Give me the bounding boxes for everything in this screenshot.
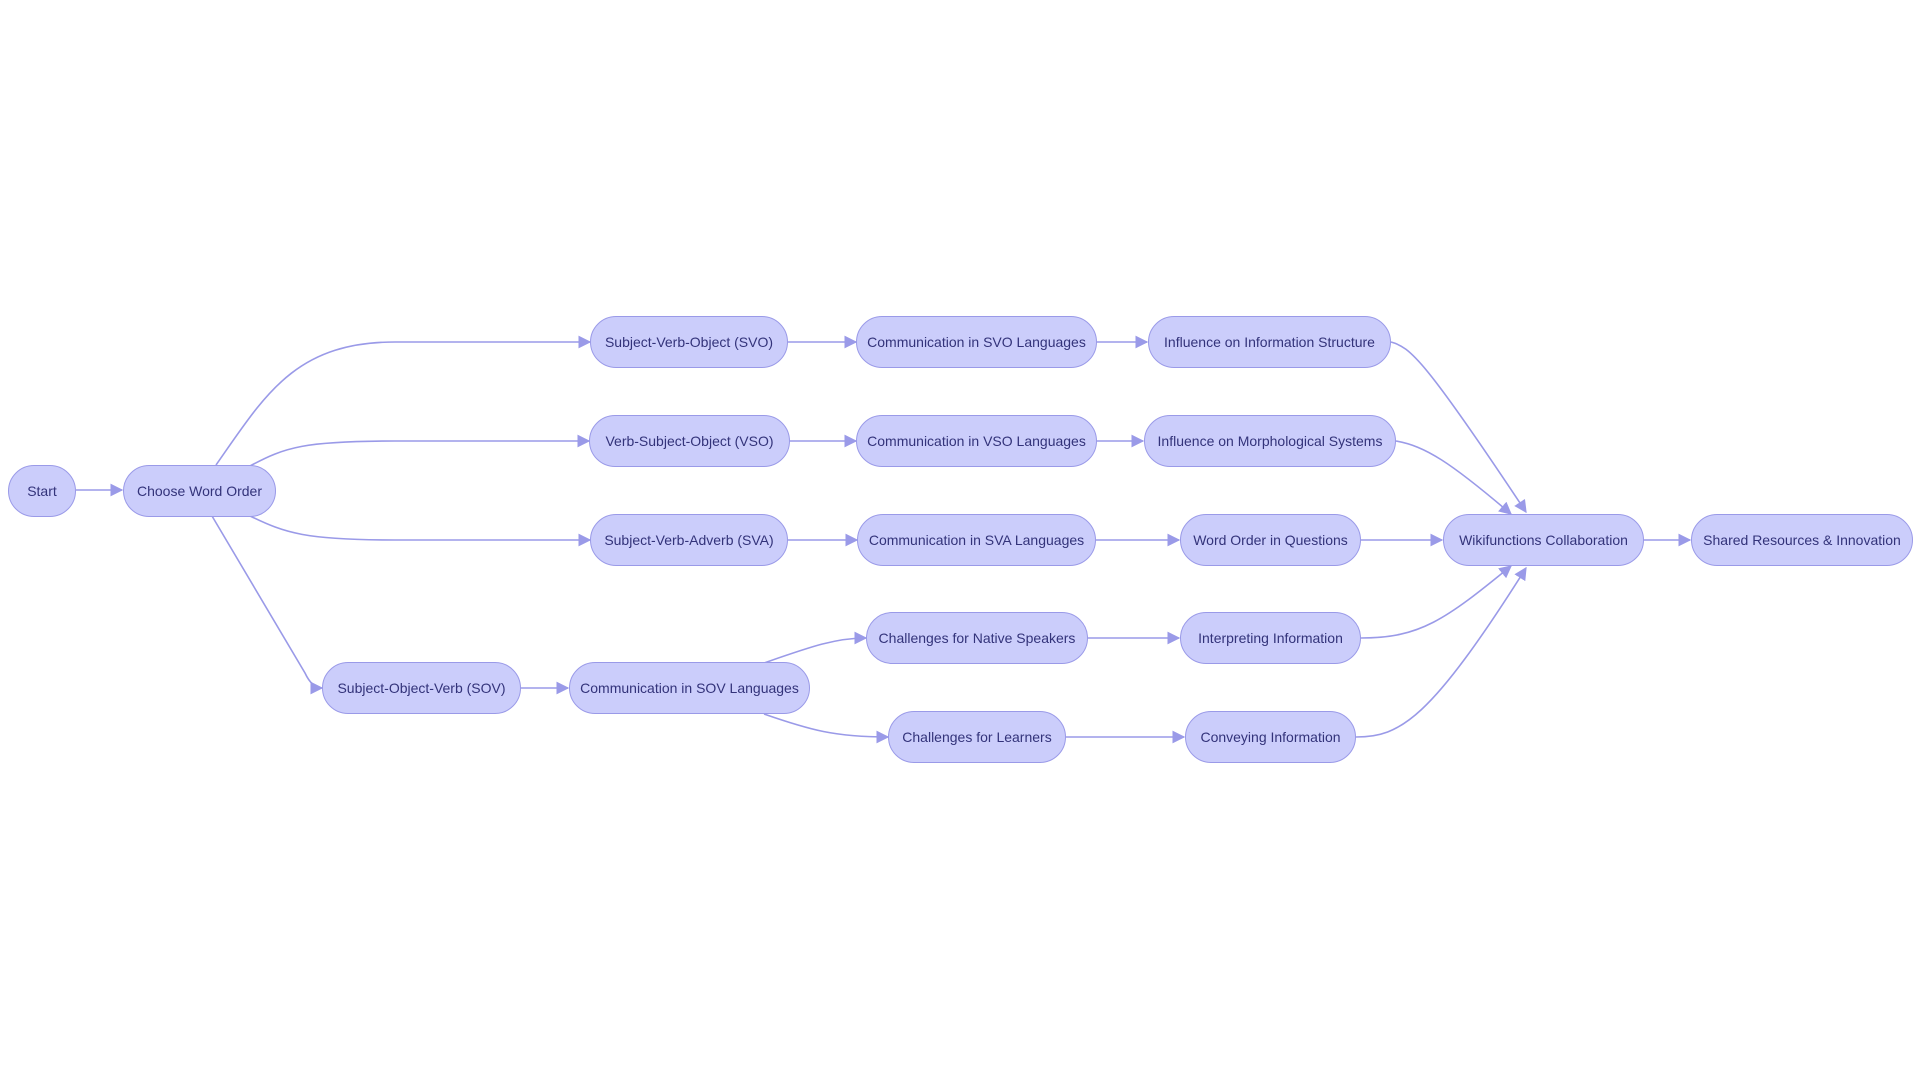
edge-choose-vso: [249, 434, 591, 467]
edge-inflinfo-wikifunctions: [1390, 341, 1527, 514]
node-communication-sva[interactable]: Communication in SVA Languages: [857, 514, 1096, 566]
edge-commsov-learners: [763, 713, 890, 744]
node-svo[interactable]: Subject-Verb-Object (SVO): [590, 316, 788, 368]
node-wikifunctions-collaboration[interactable]: Wikifunctions Collaboration: [1443, 514, 1644, 566]
node-influence-morphological-systems[interactable]: Influence on Morphological Systems: [1144, 415, 1396, 467]
node-communication-svo[interactable]: Communication in SVO Languages: [856, 316, 1097, 368]
node-conveying-information[interactable]: Conveying Information: [1185, 711, 1356, 763]
node-interpreting-information[interactable]: Interpreting Information: [1180, 612, 1361, 664]
node-sov[interactable]: Subject-Object-Verb (SOV): [322, 662, 521, 714]
node-shared-resources-innovation[interactable]: Shared Resources & Innovation: [1691, 514, 1913, 566]
node-challenges-learners[interactable]: Challenges for Learners: [888, 711, 1066, 763]
node-vso[interactable]: Verb-Subject-Object (VSO): [589, 415, 790, 467]
node-word-order-questions[interactable]: Word Order in Questions: [1180, 514, 1361, 566]
edge-conveying-wikifunctions: [1355, 566, 1527, 738]
node-communication-vso[interactable]: Communication in VSO Languages: [856, 415, 1097, 467]
node-start[interactable]: Start: [8, 465, 76, 517]
edge-interpreting-wikifunctions: [1360, 565, 1512, 639]
node-challenges-native-speakers[interactable]: Challenges for Native Speakers: [866, 612, 1088, 664]
edge-inflmorph-wikifunctions: [1395, 440, 1512, 515]
node-influence-information-structure[interactable]: Influence on Information Structure: [1148, 316, 1391, 368]
edge-choose-sva: [249, 515, 592, 547]
edge-choose-sov: [211, 515, 324, 695]
node-sva[interactable]: Subject-Verb-Adverb (SVA): [590, 514, 788, 566]
node-choose-word-order[interactable]: Choose Word Order: [123, 465, 276, 517]
edge-choose-svo: [215, 335, 592, 466]
edge-commsov-native: [763, 631, 868, 664]
node-communication-sov[interactable]: Communication in SOV Languages: [569, 662, 810, 714]
